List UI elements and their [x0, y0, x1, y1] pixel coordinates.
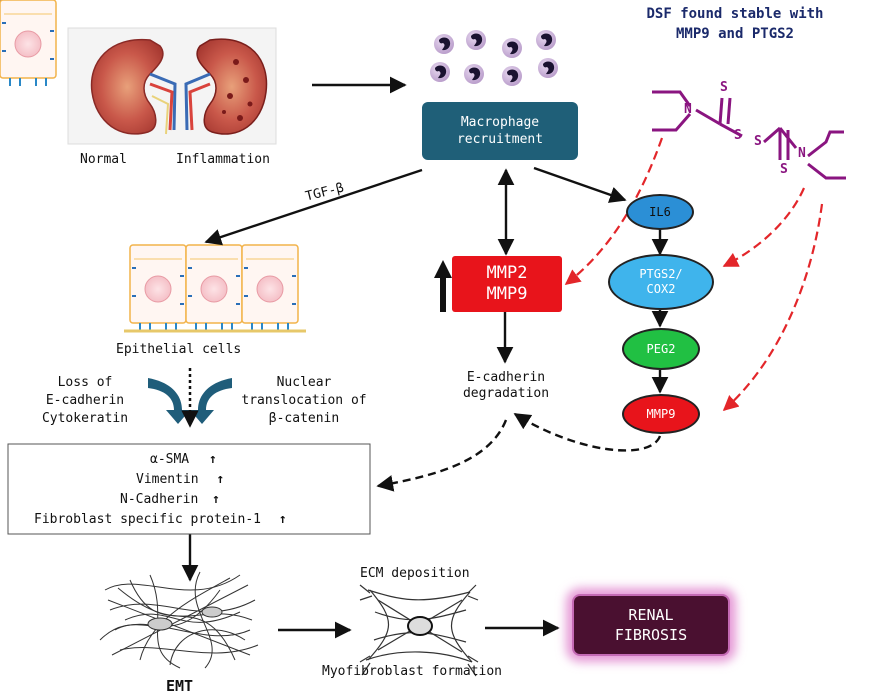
curved-transition-arrows — [148, 378, 232, 424]
normal-kidney — [90, 38, 164, 135]
macrophage-line1: Macrophage — [460, 115, 540, 130]
nuclear-line3: β-catenin — [268, 411, 340, 426]
loss-line1: Loss of — [57, 375, 113, 390]
macrophage-recruitment-box: Macrophage recruitment — [422, 102, 578, 160]
il6-label: IL6 — [649, 204, 671, 219]
ecadherin-degradation: E-cadherin degradation — [440, 370, 572, 402]
renal-fibrosis-box: RENAL FIBROSIS — [572, 594, 730, 656]
nuclear-text: Nuclear translocation of β-catenin — [224, 374, 384, 428]
marker-asma: α-SMA — [150, 452, 190, 467]
il6-node: IL6 — [626, 194, 694, 230]
peg2-node: PEG2 — [622, 328, 700, 370]
mmp2-label: MMP2 — [486, 263, 528, 283]
dashed-arrows — [376, 412, 662, 492]
marker-fsp1-up-arrow: ↑ — [278, 512, 287, 527]
dsf-header-line1: DSF found stable with — [646, 6, 824, 22]
dsf-header: DSF found stable with MMP9 and PTGS2 — [590, 4, 880, 44]
ptgs2-cox2-node: PTGS2/ COX2 — [608, 254, 714, 310]
mmp2-mmp9-box: MMP2 MMP9 — [452, 256, 562, 312]
dsf-structure — [652, 90, 846, 180]
normal-label: Normal — [80, 152, 127, 167]
kidney-illustration — [67, 27, 277, 145]
mmp9-label: MMP9 — [486, 284, 528, 304]
myofibroblast-illustration — [359, 584, 479, 677]
macrophage-line2: recruitment — [456, 132, 544, 147]
marker-vimentin: Vimentin — [136, 472, 199, 487]
dsf-s4: S — [780, 162, 788, 177]
nuclear-line2: translocation of — [241, 393, 367, 408]
mmp9-node-label: MMP9 — [646, 406, 676, 421]
ecm-deposition-label: ECM deposition — [360, 566, 470, 581]
cox2-label: COX2 — [646, 282, 676, 296]
loss-line3: Cytokeratin — [41, 411, 129, 426]
inflammation-label: Inflammation — [176, 152, 270, 167]
marker-ncadherin-up-arrow: ↑ — [212, 492, 220, 507]
emt-illustration — [99, 571, 259, 669]
marker-row: N-Cadherin ↑ — [120, 492, 220, 508]
dsf-n2: N — [798, 146, 806, 161]
renal-line2: FIBROSIS — [614, 626, 688, 644]
marker-row: Fibroblast specific protein-1 ↑ — [34, 512, 287, 528]
epithelial-cells-label: Epithelial cells — [116, 342, 242, 357]
inflamed-kidney — [196, 38, 268, 135]
ecadherin-line1: E-cadherin — [466, 370, 546, 385]
dsf-s1: S — [720, 80, 728, 95]
peg2-label: PEG2 — [646, 341, 676, 356]
mmp-up-arrow — [434, 260, 452, 312]
dsf-header-line2: MMP9 and PTGS2 — [675, 26, 794, 42]
marker-row: Vimentin ↑ — [136, 472, 224, 488]
marker-asma-up-arrow: ↑ — [208, 452, 217, 467]
marker-ncadherin: N-Cadherin — [120, 492, 199, 507]
dsf-s2: S — [734, 128, 742, 143]
myofibroblast-formation-label: Myofibroblast formation — [322, 664, 503, 679]
ecadherin-line2: degradation — [462, 386, 550, 401]
emt-label: EMT — [166, 677, 194, 695]
marker-row: α-SMA ↑ — [150, 452, 217, 468]
epithelial-illustration — [0, 0, 306, 333]
ptgs2-label: PTGS2/ — [639, 267, 683, 281]
marker-vimentin-up-arrow: ↑ — [216, 472, 225, 487]
dsf-s3: S — [754, 134, 762, 149]
loss-text: Loss of E-cadherin Cytokeratin — [30, 374, 140, 428]
mmp9-node: MMP9 — [622, 394, 700, 434]
dsf-n1: N — [684, 102, 692, 117]
nuclear-line1: Nuclear — [276, 375, 332, 390]
loss-line2: E-cadherin — [45, 393, 125, 408]
pathway-arrows — [181, 76, 669, 639]
renal-line1: RENAL — [628, 606, 674, 624]
marker-fsp1: Fibroblast specific protein-1 — [34, 512, 261, 527]
dsf-inhibition-arrows — [564, 137, 824, 412]
markers-box — [7, 443, 371, 535]
